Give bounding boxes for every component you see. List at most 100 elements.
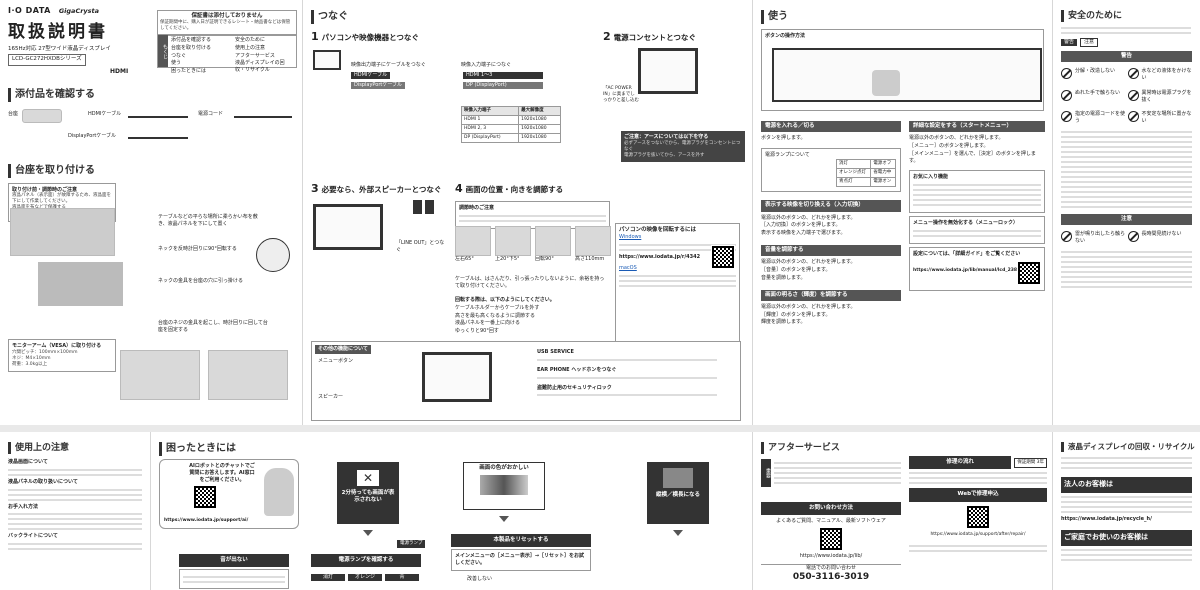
output-label: 映像出力端子にケーブルをつなぐ (351, 62, 426, 68)
support-url[interactable]: https://www.iodata.jp/lib/ (799, 552, 863, 559)
inquiry-box: よくあるご質問、マニュアル、最新ソフトウェア https://www.iodat… (761, 518, 901, 583)
brightness-title: 画面の明るさ（輝度）を調節する (761, 289, 901, 301)
ai-chat-url[interactable]: https://www.iodata.jp/support/ai/ (164, 518, 249, 523)
table-header: 最大解像度 (518, 105, 561, 117)
notes-section: 液晶画面について (8, 459, 48, 466)
detail-guide-url[interactable]: https://www.iodata.jp/lib/manual/lcd_238… (913, 267, 1028, 273)
stand-step2: ネックを反時計回りに90°回転する (158, 246, 237, 252)
toc-item: アフターサービス (235, 52, 275, 59)
monitor-back-illustration (638, 48, 698, 94)
fold-line (150, 432, 151, 590)
rotate-steps: 回転する際は、以下のようにしてください。 ケーブルホルダーからケーブルを外す 高… (455, 296, 605, 336)
detail-guide-title: 設定については、「詳細ガイド」をご覧ください (913, 250, 1021, 257)
rotate-title: 回転する際は、以下のようにしてください。 (455, 297, 555, 303)
robot-illustration (264, 468, 294, 516)
power-cable-illustration (234, 115, 292, 118)
product-subtitle: 165Hz対応 27型ワイド液晶ディスプレイ (8, 45, 111, 52)
other-title: その他の機能について (315, 345, 371, 354)
inquiry-header: お問い合わせ方法 (761, 502, 901, 516)
power-port-label: 「AC POWER IN」に奥までしっかりと差し込む (603, 86, 639, 104)
safety-item: 分解・改造しない (1061, 68, 1126, 82)
fold-line (752, 432, 753, 590)
table-row: オレンジ点灯省電力中 (835, 168, 896, 179)
caution-grid: 雷が鳴り出したら触らない 長時間見続けない (1061, 228, 1192, 248)
corporate-url[interactable]: https://www.iodata.jp/recycle_h/ (1061, 515, 1152, 522)
warranty-title: 保証書は添付しておりません (191, 13, 263, 19)
item-hdmi: HDMIケーブル (88, 110, 122, 117)
hdmi-cable-illustration (128, 115, 188, 118)
arrow-down-icon (673, 530, 683, 536)
toc-item: 安全のために (235, 37, 266, 43)
column-recycle: 液晶ディスプレイの回収・リサイクル 法人のお客様は https://www.io… (1053, 432, 1200, 590)
flow-color: 画面の色がおかしい (463, 462, 545, 510)
column-after-service: アフターサービス 重要 お問い合わせ方法 よくあるご質問、マニュアル、最新ソフト… (753, 432, 1052, 590)
toc-item: 添付品を確認する (171, 37, 212, 43)
table-row: 消灯電源オフ (835, 159, 896, 170)
reset-body: メインメニューの［メニュー表示］→［リセット］をお試しください。 (451, 549, 591, 571)
os-macos[interactable]: macOS (619, 264, 637, 271)
color-sample (480, 475, 528, 496)
important-box: 重要 (761, 459, 901, 488)
angle-tilt: 上20°下5° (495, 226, 531, 263)
prohibited-icon (1127, 111, 1139, 123)
warranty-notice: 保証書は添付しておりません 保証期間中に、購入日が証明できるレシート・納品書など… (157, 10, 297, 36)
recycle-heading: 液晶ディスプレイの回収・リサイクル (1061, 442, 1195, 453)
x-icon: ✕ (357, 470, 379, 486)
after-heading: アフターサービス (761, 442, 1044, 455)
prep-title: 取り付け前・調節時のご注意 (12, 186, 78, 193)
qr-code (819, 527, 843, 551)
vesa-illustration-1 (120, 350, 200, 400)
stand-illustration (22, 108, 62, 123)
ground-title: ご注意：アースについては以下を守る (624, 134, 709, 140)
arrow-down-icon (499, 516, 509, 522)
dp-cable-illustration (128, 136, 188, 139)
vesa-illustration-2 (208, 350, 288, 400)
model-name: LCD-GC272HXDBシリーズ (8, 54, 86, 66)
safety-heading: 安全のために (1061, 10, 1192, 23)
lamp-state: 消灯 (311, 574, 345, 581)
toc-right: 安全のために 使用上の注意 アフターサービス 液晶ディスプレイの回収・リサイクル (232, 35, 296, 73)
rotate-url[interactable]: https://www.iodata.jp/r/4342 (619, 254, 701, 261)
favorite-title: お気に入り機能 (913, 174, 949, 181)
other-item: EAR PHONE ヘッドホンをつなぐ (537, 366, 617, 373)
repair-url[interactable]: https://www.iodata.jp/support/after/repa… (930, 531, 1026, 537)
qr-code (193, 485, 217, 509)
toc-item: つなぐ (171, 52, 187, 59)
port-dp: DP (DisplayPort) (463, 82, 543, 89)
column-use: 使う ボタンの操作方法 電源を入れる／切る ボタンを押します。 電源ランプについ… (753, 0, 1052, 425)
manual-front-side: I·O DATA GigaCrysta 取扱説明書 165Hz対応 27型ワイド… (0, 0, 1200, 425)
volume-steps: 電源以外のボタンの、どれかを押します。 ［音量］のボタンを押します。 音量を調節… (761, 259, 856, 281)
angle-height: 高さ110mm (575, 226, 611, 263)
item-dp: DisplayPortケーブル (68, 132, 117, 139)
notes-section: 液晶パネルの取り扱いについて (8, 478, 78, 485)
caution-bar: 注意 (1061, 213, 1192, 226)
fold-line (302, 0, 303, 425)
attached-section: 添付品を確認する 台座 HDMIケーブル 電源コード DisplayPortケー… (8, 84, 296, 149)
warning-bar: 警告 (1061, 50, 1192, 63)
reset-header: 本製品をリセットする (451, 534, 591, 548)
adjust-caution: 調節時のご注意 (455, 200, 610, 229)
flow-aspect: 縦横／横長になる (647, 462, 709, 524)
item-power: 電源コード (198, 110, 224, 117)
phone-label: 電話でのお問い合わせ (761, 563, 901, 572)
column-cover: I·O DATA GigaCrysta 取扱説明書 165Hz対応 27型ワイド… (0, 0, 302, 425)
toc-item: 困ったときには (171, 68, 207, 74)
menu-lock-box: メニュー操作を無効化する（メニューロック） (909, 216, 1045, 244)
cable-note: ケーブルは、はさんだり、引っ張ったりしないように、余裕を持って取り付けてください… (455, 276, 605, 289)
column-notes: 使用上の注意 液晶画面について 液晶パネルの取り扱いについて お手入れ方法 バッ… (0, 432, 150, 590)
vesa-title: モニターアーム（VESA）に取り付ける (12, 343, 102, 349)
warranty-badge: 保証期間 3年 (1014, 457, 1047, 468)
rotate-step: 高さを最も高くなるように調節する (455, 312, 536, 319)
fold-line (1052, 0, 1053, 425)
toc-item: 使う (171, 60, 182, 67)
os-windows[interactable]: Windows (619, 234, 642, 241)
lamp-box: 電源ランプについて 消灯電源オフ オレンジ点灯省電力中 青点灯電源オン (761, 148, 901, 193)
monitor-rear-illustration (422, 352, 492, 402)
inquiry-sub: よくあるご質問、マニュアル、最新ソフトウェア (776, 518, 886, 524)
prohibited-icon (1061, 231, 1072, 243)
column-safety: 安全のために 警告 注意 警告 分解・改造しない 水などの液体をかけない ぬれた… (1053, 0, 1200, 425)
safety-item: 長時間見続けない (1127, 231, 1193, 245)
